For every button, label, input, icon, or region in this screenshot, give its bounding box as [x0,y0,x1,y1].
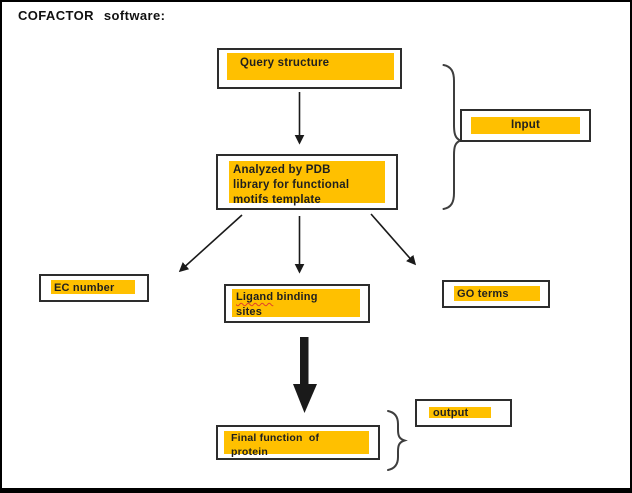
output-group-brace [387,410,408,471]
ligand-binding-sites-highlight: Ligand binding sites [232,289,360,320]
final-function-node: Final function of protein [216,425,380,460]
query-structure-highlight: Query structure [227,53,394,80]
misspelled-word-ligand: Ligand [236,291,274,303]
analyzed-by-pdb-label: Analyzed by PDB library for functional m… [233,164,350,206]
ligand-binding-sites-label: Ligand binding sites [232,289,360,320]
ec-number-label: EC number [54,282,115,294]
ligand-label-rest: binding sites [236,291,318,318]
ec-number-node: EC number [39,274,149,302]
output-label: output [433,407,469,419]
ligand-binding-sites-node: Ligand binding sites [224,284,370,323]
thick-arrow-ligand-to-final [293,337,317,413]
analyzed-by-pdb-highlight: Analyzed by PDB library for functional m… [229,161,385,206]
output-node: output [415,399,512,427]
input-highlight: Input [471,117,580,134]
query-structure-label: Query structure [240,57,330,69]
arrow-analyzed-to-go [370,213,417,266]
final-function-label: Final function of protein [231,432,320,458]
ec-number-highlight: EC number [51,280,135,294]
go-terms-highlight: GO terms [454,286,540,301]
analyzed-by-pdb-node: Analyzed by PDB library for functional m… [216,154,398,210]
go-terms-label: GO terms [457,288,509,300]
arrow-analyzed-to-ec [178,214,243,273]
input-label: Input [510,119,541,131]
final-function-highlight: Final function of protein [224,431,369,458]
input-group-brace [442,64,464,210]
go-terms-node: GO terms [442,280,550,308]
output-highlight: output [429,407,491,419]
diagram-title: COFACTOR software: [18,8,166,23]
query-structure-node: Query structure [217,48,402,89]
input-node: Input [460,109,591,142]
